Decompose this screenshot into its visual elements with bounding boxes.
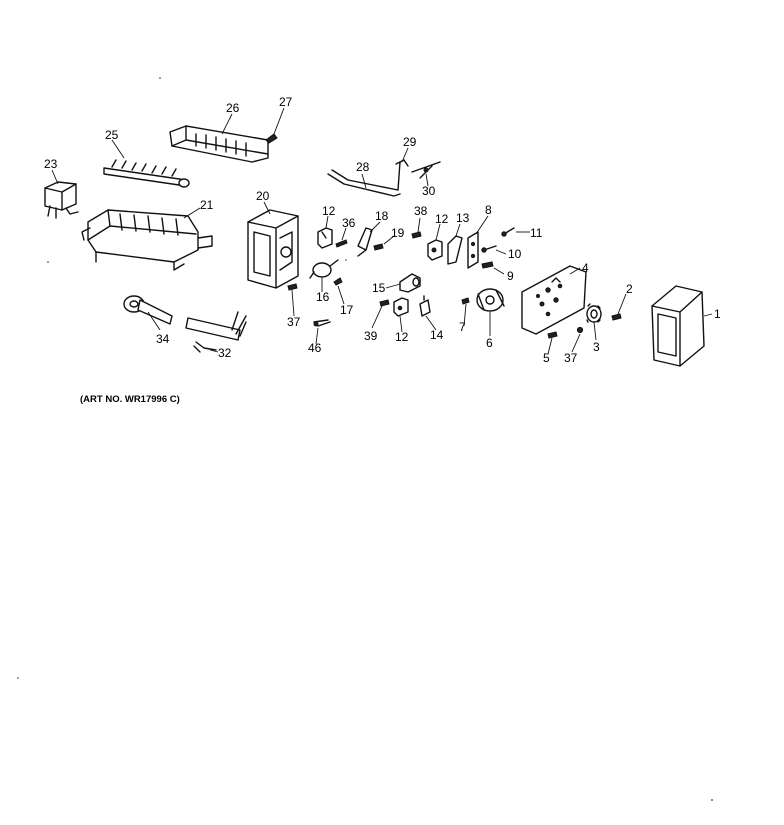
callout-10: 10 <box>508 247 522 261</box>
part-9-screw <box>481 261 494 269</box>
wire-harness <box>185 311 247 341</box>
scan-specks <box>17 77 713 801</box>
callout-labels: 23 25 26 27 21 20 28 29 30 12 36 18 19 3… <box>44 95 721 365</box>
callout-5: 5 <box>543 351 550 365</box>
part-1-cover <box>651 285 705 367</box>
callout-12-a: 12 <box>322 204 336 218</box>
callout-29: 29 <box>403 135 417 149</box>
callout-30: 30 <box>422 184 436 198</box>
callout-9: 9 <box>507 269 514 283</box>
part-13-bracket <box>447 235 463 265</box>
part-14-connector <box>419 295 431 317</box>
callout-16: 16 <box>316 290 330 304</box>
part-37-clip-b <box>576 326 584 334</box>
part-38-clip <box>411 231 422 239</box>
callout-8: 8 <box>485 203 492 217</box>
callout-18: 18 <box>375 209 389 223</box>
callout-38: 38 <box>414 204 428 218</box>
part-46-harness-clip <box>313 319 331 327</box>
part-27-screw <box>265 133 278 144</box>
callout-27: 27 <box>279 95 293 109</box>
callout-4: 4 <box>582 261 589 275</box>
part-12-switch-b <box>427 239 443 261</box>
part-16-thermostat <box>309 259 339 279</box>
callout-19: 19 <box>391 226 405 240</box>
part-21-ice-mold <box>81 209 213 271</box>
callout-7: 7 <box>459 320 466 334</box>
part-8-plate <box>467 231 479 269</box>
part-25-ejector-rod <box>103 159 190 188</box>
callout-36: 36 <box>342 216 356 230</box>
part-29-spring <box>395 159 409 167</box>
callout-28: 28 <box>356 160 370 174</box>
part-15-fuse <box>399 273 421 293</box>
callout-26: 26 <box>226 101 240 115</box>
part-12-switch-c <box>393 297 409 317</box>
part-7-screw <box>461 297 470 305</box>
callout-32: 32 <box>218 346 232 360</box>
leader-lines <box>51 107 713 355</box>
part-20-housing <box>247 209 299 289</box>
part-10-screw <box>481 245 497 253</box>
callout-14: 14 <box>430 328 444 342</box>
part-2-screw <box>611 313 622 321</box>
part-5-screw <box>547 331 558 339</box>
callout-12-c: 12 <box>395 330 409 344</box>
part-28-shutoff-arm <box>327 161 401 197</box>
part-17-clip <box>333 277 343 286</box>
callout-11: 11 <box>530 226 543 240</box>
callout-17: 17 <box>340 303 354 317</box>
part-37-clip-a <box>287 283 298 291</box>
part-32-clip <box>193 341 217 353</box>
callout-6: 6 <box>486 336 493 350</box>
part-4-mounting-plate <box>521 265 587 335</box>
art-number-caption: (ART NO. WR17996 C) <box>80 394 180 405</box>
callout-34: 34 <box>156 332 170 346</box>
callout-37-b: 37 <box>564 351 578 365</box>
part-19-screw <box>373 243 384 251</box>
callout-21: 21 <box>200 198 214 212</box>
callout-39: 39 <box>364 329 378 343</box>
callout-20: 20 <box>256 189 270 203</box>
part-39-screw <box>379 299 390 307</box>
callout-25: 25 <box>105 128 119 142</box>
callout-46: 46 <box>308 341 322 355</box>
callout-3: 3 <box>593 340 600 354</box>
part-11-screw <box>501 227 515 237</box>
part-23-solenoid <box>44 181 79 219</box>
part-30-pin <box>411 161 441 179</box>
callout-13: 13 <box>456 211 470 225</box>
callout-12-b: 12 <box>435 212 449 226</box>
callout-2: 2 <box>626 282 633 296</box>
callout-15: 15 <box>372 281 386 295</box>
part-12-switch-a <box>317 227 333 249</box>
callout-37-a: 37 <box>287 315 301 329</box>
part-34-fill-cup <box>123 295 173 325</box>
callout-23: 23 <box>44 157 58 171</box>
part-26-ejector-blade <box>169 125 269 163</box>
part-18-lever <box>357 227 373 257</box>
part-6-motor <box>476 288 505 312</box>
part-3-gear <box>586 303 602 323</box>
callout-1: 1 <box>714 307 721 321</box>
part-36-pin <box>335 239 348 248</box>
